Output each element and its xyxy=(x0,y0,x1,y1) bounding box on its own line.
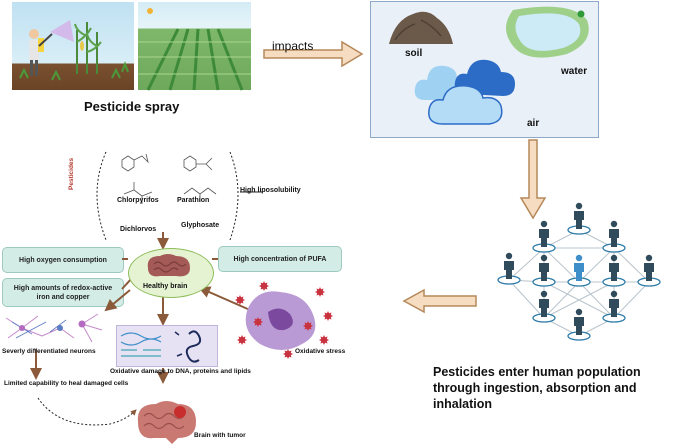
person-highlighted-icon xyxy=(567,254,591,287)
water-label: water xyxy=(561,66,588,77)
down-arrow xyxy=(519,139,547,220)
person-icon xyxy=(532,254,556,287)
person-icon xyxy=(532,220,556,253)
person-icon xyxy=(637,254,661,287)
person-icon xyxy=(497,252,521,285)
impacts-label: impacts xyxy=(272,39,314,53)
oxidative-damage-label: Oxidative damage to DNA, proteins and li… xyxy=(110,368,251,375)
dna-damage-panel xyxy=(116,325,218,367)
network-link xyxy=(508,279,545,319)
person-icon xyxy=(567,202,591,235)
chemical-chlorpyrifos: Chlorpyrifos xyxy=(117,197,159,204)
high-liposolubility-label: High liposolubility xyxy=(240,187,301,194)
soil-label: soil xyxy=(405,48,423,59)
pesticide-spray-label: Pesticide spray xyxy=(84,99,180,114)
caption-line-2: through ingestion, absorption and xyxy=(433,381,637,395)
redox-box: High amounts of redox-active iron and co… xyxy=(2,278,124,307)
network-link xyxy=(543,247,580,283)
field-rows-image xyxy=(138,2,251,91)
ros-burst-icon xyxy=(237,335,247,345)
network-link xyxy=(578,281,615,319)
redox-line-1: High amounts of redox-active xyxy=(13,284,113,292)
left-arrow xyxy=(402,288,477,314)
redox-line-2: iron and copper xyxy=(36,293,90,301)
ros-burst-icon xyxy=(259,281,269,291)
chemical-dichlorvos: Dichlorvos xyxy=(120,226,157,233)
person-icon xyxy=(532,290,556,323)
oxidative-stress-label: Oxidative stress xyxy=(295,348,346,355)
network-link xyxy=(543,281,615,319)
environment-box: soil water air xyxy=(370,1,599,138)
network-link xyxy=(543,281,580,319)
chemical-glyphosate: Glyphosate xyxy=(181,222,220,229)
caption-line-3: inhalation xyxy=(433,397,493,411)
healthy-brain-icon xyxy=(147,254,190,277)
neurons-icon xyxy=(5,313,103,343)
brain-tumor-label: Brain with tumor xyxy=(194,432,246,439)
spray-field-image xyxy=(12,2,134,90)
chemical-parathion: Parathion xyxy=(177,197,210,204)
tumor-icon xyxy=(174,406,186,418)
chemical-brackets xyxy=(96,151,262,241)
person-icon xyxy=(567,308,591,341)
ros-burst-icon xyxy=(315,287,325,297)
soil-icon xyxy=(389,11,453,44)
limited-heal-label: Limited capability to heal damaged cells xyxy=(4,380,129,387)
air-label: air xyxy=(527,118,540,129)
air-clouds-icon xyxy=(414,59,515,125)
network-link xyxy=(578,247,615,283)
ros-burst-icon xyxy=(235,295,245,305)
network-link xyxy=(613,281,650,319)
population-network xyxy=(497,202,661,341)
ros-burst-icon xyxy=(303,321,313,331)
molecule-structures xyxy=(121,153,217,204)
network-link xyxy=(613,247,650,283)
impacts-arrow xyxy=(263,40,364,68)
ros-burst-icon xyxy=(283,349,293,359)
population-caption: Pesticides enter human population throug… xyxy=(433,364,641,412)
ros-burst-icon xyxy=(323,311,333,321)
healthy-brain-label: Healthy brain xyxy=(143,283,188,290)
person-icon xyxy=(602,254,626,287)
high-pufa-box: High concentration of PUFA xyxy=(218,246,342,272)
pesticides-vertical-label: Pesticides xyxy=(68,157,75,190)
oxidative-stress-cell xyxy=(235,281,333,359)
ros-burst-icon xyxy=(253,317,263,327)
tumor-brain-icon xyxy=(137,401,196,444)
network-link xyxy=(508,247,545,281)
person-icon xyxy=(602,290,626,323)
caption-line-1: Pesticides enter human population xyxy=(433,365,641,379)
ros-burst-icon xyxy=(319,335,329,345)
person-icon xyxy=(602,220,626,253)
neurons-label: Severly differentiated neurons xyxy=(2,348,96,355)
brain-connectors xyxy=(30,232,251,426)
